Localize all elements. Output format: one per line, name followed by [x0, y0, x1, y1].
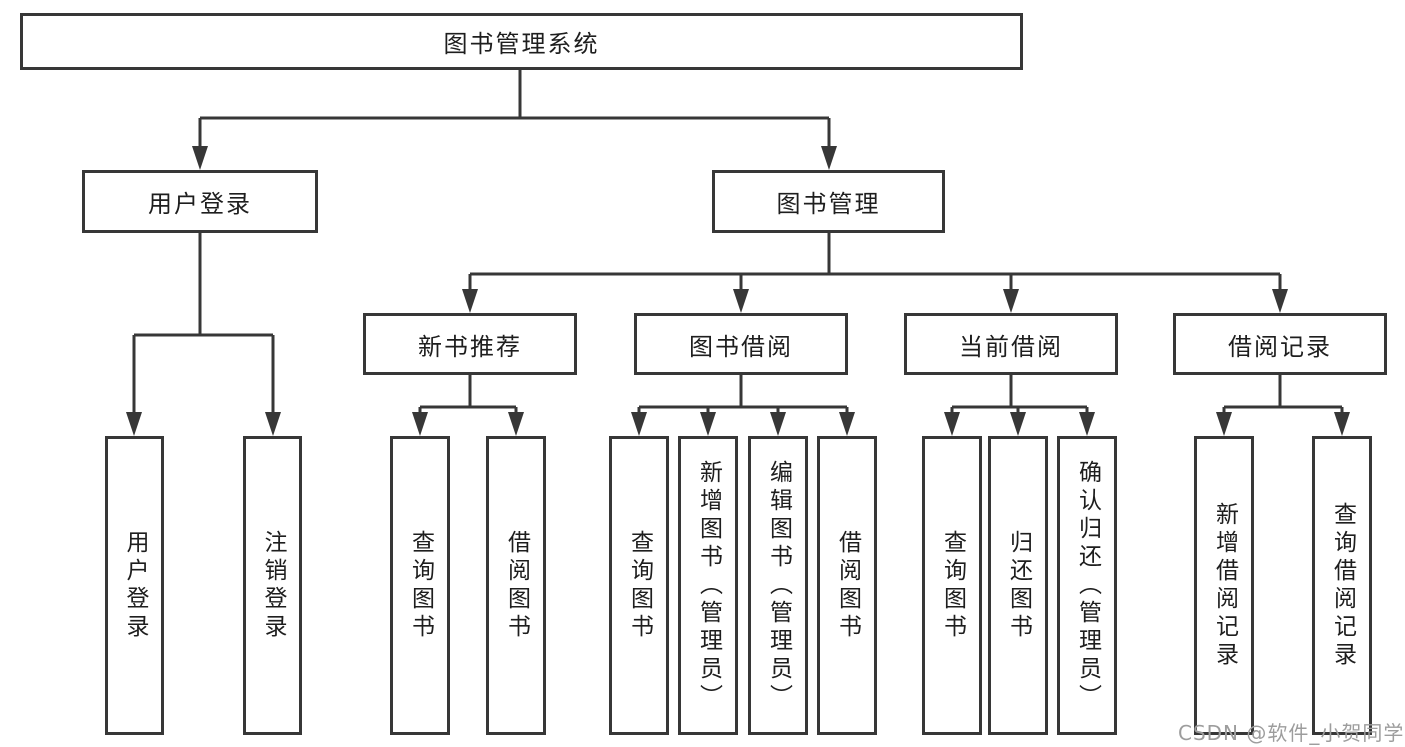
node-current-borrowing: 当前借阅 [904, 313, 1118, 375]
leaf-confirm-return-admin: 确认归还（管理员） [1057, 436, 1117, 735]
leaf-borrow-books-recommend-label: 借阅图书 [503, 529, 530, 642]
node-book-management-label: 图书管理 [776, 190, 881, 218]
leaf-add-books-admin: 新增图书（管理员） [678, 436, 738, 735]
node-current-borrowing-label: 当前借阅 [959, 332, 1063, 361]
leaf-add-borrow-record: 新增借阅记录 [1194, 436, 1254, 735]
leaf-query-borrow-record: 查询借阅记录 [1312, 436, 1372, 735]
leaf-logout: 注销登录 [243, 436, 302, 735]
node-book-borrowing-label: 图书借阅 [689, 332, 793, 361]
leaf-edit-books-admin-label: 编辑图书（管理员） [765, 459, 792, 712]
leaf-borrow-books: 借阅图书 [817, 436, 877, 735]
leaf-borrow-books-recommend: 借阅图书 [486, 436, 546, 735]
leaf-confirm-return-admin-label: 确认归还（管理员） [1074, 459, 1101, 712]
leaf-query-books-recommend: 查询图书 [390, 436, 450, 735]
node-borrowing-records: 借阅记录 [1173, 313, 1387, 375]
leaf-query-books-current-label: 查询图书 [939, 529, 966, 642]
node-root-label: 图书管理系统 [443, 30, 600, 58]
node-user-login: 用户登录 [82, 170, 318, 233]
leaf-user-login: 用户登录 [105, 436, 164, 735]
leaf-add-borrow-record-label: 新增借阅记录 [1211, 501, 1238, 670]
arrowheads [126, 146, 1350, 436]
leaf-query-books-recommend-label: 查询图书 [407, 529, 434, 642]
node-user-login-label: 用户登录 [148, 190, 252, 218]
leaf-query-books-borrow: 查询图书 [609, 436, 669, 735]
leaf-return-books-label: 归还图书 [1005, 529, 1032, 642]
leaf-query-borrow-record-label: 查询借阅记录 [1329, 501, 1356, 670]
csdn-watermark: CSDN @软件_小贺同学 [1178, 721, 1405, 745]
node-book-management: 图书管理 [712, 170, 945, 233]
node-new-book-recommendation: 新书推荐 [363, 313, 577, 375]
node-root: 图书管理系统 [20, 13, 1023, 70]
leaf-borrow-books-label: 借阅图书 [834, 529, 861, 642]
node-book-borrowing: 图书借阅 [634, 313, 848, 375]
leaf-user-login-label: 用户登录 [122, 529, 148, 642]
leaf-logout-label: 注销登录 [260, 529, 286, 642]
leaf-edit-books-admin: 编辑图书（管理员） [748, 436, 808, 735]
leaf-return-books: 归还图书 [988, 436, 1048, 735]
leaf-query-books-borrow-label: 查询图书 [626, 529, 653, 642]
leaf-add-books-admin-label: 新增图书（管理员） [695, 459, 722, 712]
node-new-book-recommendation-label: 新书推荐 [418, 332, 522, 361]
node-borrowing-records-label: 借阅记录 [1228, 332, 1332, 361]
leaf-query-books-current: 查询图书 [922, 436, 982, 735]
